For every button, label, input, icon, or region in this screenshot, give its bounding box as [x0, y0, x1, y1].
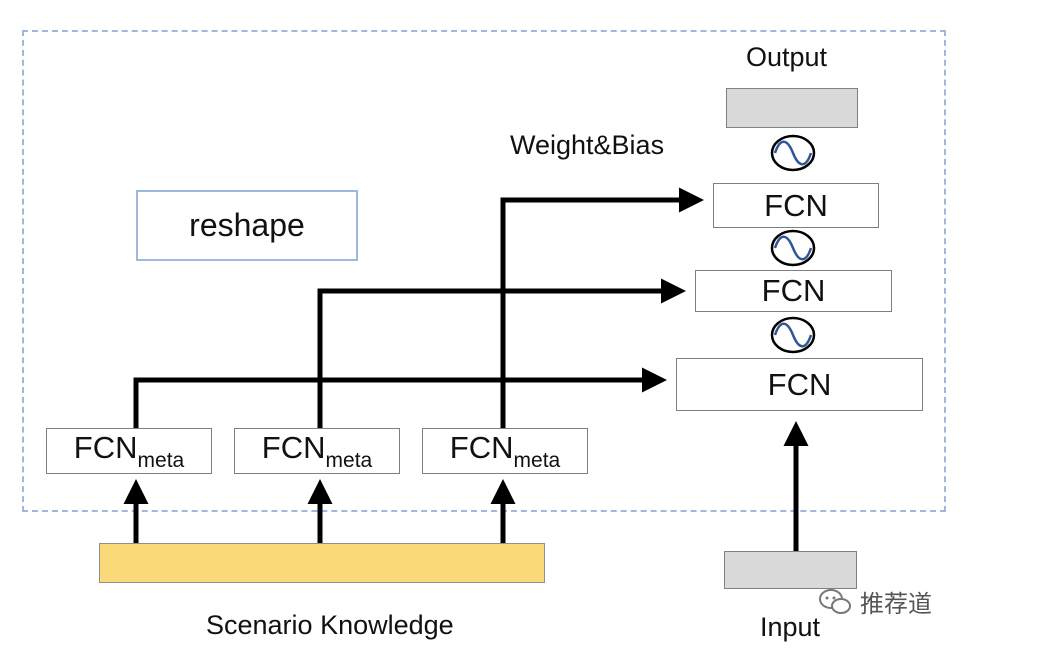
fcn-middle-label: FCN — [761, 273, 826, 308]
fcn-middle: FCN — [695, 270, 892, 312]
sine-wave-icon — [770, 229, 816, 267]
fcn-bottom-label: FCN — [767, 366, 832, 402]
arrow-meta-2-to-fcn-middle — [317, 278, 686, 428]
fcn-meta-subscript: meta — [513, 448, 561, 472]
fcn-top-label: FCN — [764, 187, 828, 223]
fcn-meta-1: FCNmeta — [46, 428, 212, 474]
input-block — [724, 551, 857, 589]
chat-bubble-icon — [819, 588, 851, 614]
fcn-meta-base: FCN — [261, 429, 326, 465]
watermark-logo: 推荐道 — [818, 584, 932, 619]
fcn-meta-base: FCN — [449, 429, 514, 465]
fcn-meta-3-label: FCNmeta — [450, 430, 560, 473]
scenario-knowledge-label: Scenario Knowledge — [206, 610, 454, 640]
fcn-meta-subscript: meta — [325, 448, 373, 472]
input-label: Input — [760, 612, 821, 642]
fcn-meta-3: FCNmeta — [422, 428, 588, 474]
reshape-box: reshape — [136, 190, 358, 261]
watermark-text: 推荐道 — [860, 590, 932, 618]
fcn-meta-base: FCN — [73, 429, 138, 465]
sine-wave-icon — [770, 134, 816, 172]
sine-wave-icon — [770, 316, 816, 354]
reshape-label: reshape — [189, 207, 305, 243]
fcn-meta-2: FCNmeta — [234, 428, 400, 474]
weight-bias-label: Weight&Bias — [510, 130, 665, 160]
output-label: Output — [746, 42, 828, 72]
fcn-meta-2-label: FCNmeta — [262, 430, 372, 473]
fcn-bottom: FCN — [676, 358, 923, 411]
output-block — [726, 88, 858, 128]
arrow-meta-3-to-fcn-top — [500, 187, 704, 428]
arrow-meta-1-to-fcn-bottom — [133, 367, 667, 428]
fcn-meta-subscript: meta — [137, 448, 185, 472]
fcn-top: FCN — [713, 183, 879, 228]
scenario-knowledge-bar — [99, 543, 545, 583]
fcn-meta-1-label: FCNmeta — [74, 430, 184, 473]
model-boundary — [22, 30, 946, 512]
